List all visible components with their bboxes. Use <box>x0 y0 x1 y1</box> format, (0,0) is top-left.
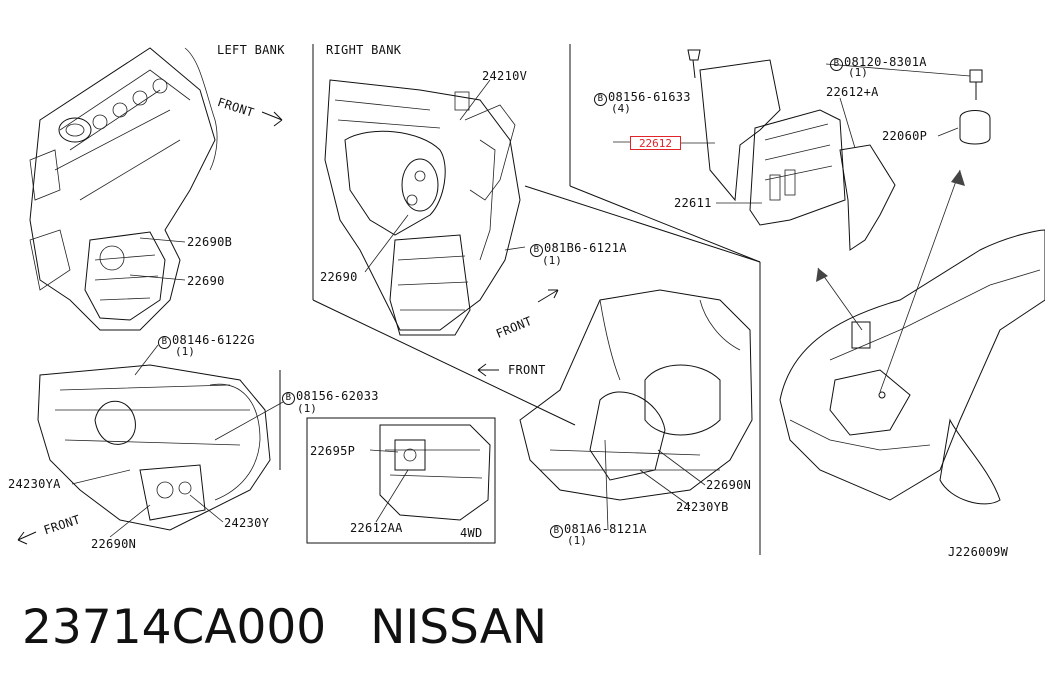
right-bank-engine-drawing <box>324 79 521 336</box>
part-label-22060p: 22060P <box>882 129 928 143</box>
part-label-24210v: 24210V <box>482 69 528 83</box>
part-label-22690-left: 22690 <box>187 274 225 288</box>
bolt-circle-b: B <box>530 244 543 257</box>
bolt-circle-b: B <box>158 336 171 349</box>
product-caption: 23714CA000 NISSAN <box>22 598 547 658</box>
brand-name: NISSAN <box>370 600 548 655</box>
bolt-08146-qty: (1) <box>175 345 195 358</box>
bolt-08146-code: 08146-6122G <box>172 333 255 347</box>
bolt-08156-62033-code: 08156-62033 <box>296 389 379 403</box>
part-label-22612-a: 22612+A <box>826 85 879 99</box>
part-label-22690-right: 22690 <box>320 270 358 284</box>
front-label-3: FRONT <box>508 363 546 377</box>
left-bank-label: LEFT BANK <box>217 43 285 57</box>
four-wd-label: 4WD <box>460 526 483 540</box>
right-bank-label: RIGHT BANK <box>326 43 402 57</box>
part-label-24230yb: 24230YB <box>676 500 729 514</box>
part-label-22690n-right: 22690N <box>706 478 752 492</box>
car-drawing <box>779 229 1045 505</box>
part-label-24230y: 24230Y <box>224 516 270 530</box>
bolt-081a6-code: 081A6-8121A <box>564 522 647 536</box>
bolt-081b6-code: 081B6-6121A <box>544 241 627 255</box>
bolt-circle-b: B <box>594 93 607 106</box>
bolt-08156-62033-qty: (1) <box>297 402 317 415</box>
highlighted-part-22612[interactable]: 22612 <box>630 136 681 150</box>
bolt-081b6-qty: (1) <box>542 254 562 267</box>
panel-dividers <box>279 44 761 555</box>
bolt-08156-61633-qty: (4) <box>611 102 631 115</box>
part-label-22690b: 22690B <box>187 235 233 249</box>
bolt-08120-qty: (1) <box>848 66 868 79</box>
part-label-22690n-left: 22690N <box>91 537 137 551</box>
bolt-081a6-qty: (1) <box>567 534 587 547</box>
bolt-circle-b: B <box>282 392 295 405</box>
diagram-artwork <box>17 44 1045 555</box>
four-wd-inset-drawing <box>379 424 491 521</box>
lower-left-engine-drawing <box>37 364 271 531</box>
leader-lines <box>71 63 971 538</box>
bolt-circle-b: B <box>550 525 563 538</box>
diagram-code: J226009W <box>948 545 1009 559</box>
bolt-08120-code: 08120-8301A <box>844 55 927 69</box>
part-number: 23714CA000 <box>22 600 327 655</box>
ecm-module-drawing <box>687 49 991 251</box>
part-label-22612aa: 22612AA <box>350 521 403 535</box>
arrow-marks <box>17 111 965 545</box>
bolt-08156-61633-code: 08156-61633 <box>608 90 691 104</box>
left-bank-engine-drawing <box>29 47 218 331</box>
part-label-22695p: 22695P <box>310 444 356 458</box>
parts-diagram: LEFT BANK RIGHT BANK FRONT FRONT FRONT F… <box>8 43 1045 559</box>
bolt-circle-b: B <box>830 58 843 71</box>
part-label-22611: 22611 <box>674 196 712 210</box>
part-label-24230ya: 24230YA <box>8 477 61 491</box>
lower-right-exhaust-drawing <box>519 289 753 501</box>
